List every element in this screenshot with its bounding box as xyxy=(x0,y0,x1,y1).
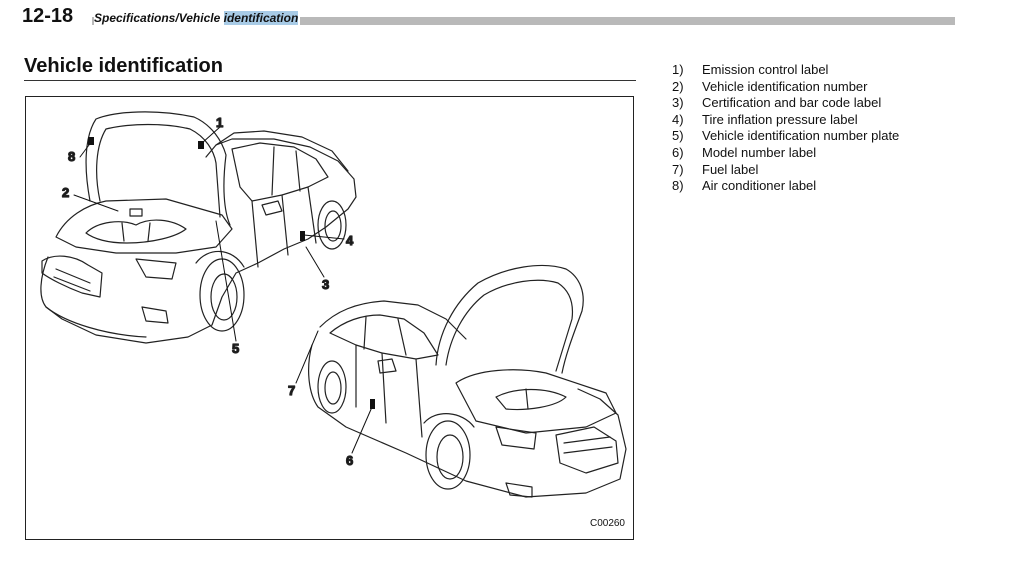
legend-text: Emission control label xyxy=(702,62,829,77)
callout-4: 4 xyxy=(346,233,354,248)
page-header: 12-18 Specifications/Vehicle identificat… xyxy=(22,4,955,28)
legend-item: 8) Air conditioner label xyxy=(672,178,899,195)
legend-item: 1) Emission control label xyxy=(672,62,899,79)
legend-item: 2) Vehicle identification number xyxy=(672,79,899,96)
section-name: Specifications/Vehicle xyxy=(94,11,224,25)
vehicle-figure: 1 2 3 4 5 6 7 8 C00260 xyxy=(25,96,634,540)
legend-text: Tire inflation pressure label xyxy=(702,111,858,127)
callout-7: 7 xyxy=(288,383,295,398)
callout-6: 6 xyxy=(346,453,353,468)
callout-2: 2 xyxy=(62,185,69,200)
legend-text: Fuel label xyxy=(702,161,759,177)
legend-text: Vehicle identification number xyxy=(702,78,868,94)
figure-code: C00260 xyxy=(589,518,625,529)
label-marks xyxy=(88,137,375,409)
callout-leaders xyxy=(73,126,373,454)
legend-number: 2) xyxy=(672,78,684,94)
page-title: Vehicle identification xyxy=(24,55,223,77)
legend-item: 7) Fuel label xyxy=(672,162,899,179)
legend-item: 3) Certification and bar code label xyxy=(672,95,899,112)
legend-text: Air conditioner label xyxy=(702,178,817,194)
legend-number: 5) xyxy=(672,128,684,144)
callout-3: 3 xyxy=(322,277,329,292)
vehicle-illustration: 1 2 3 4 5 6 7 8 xyxy=(40,111,627,498)
header-bar xyxy=(92,17,955,25)
callout-1: 1 xyxy=(216,115,223,130)
legend-text: Vehicle identification number plate xyxy=(702,128,900,144)
section-path: Specifications/Vehicle identification xyxy=(94,10,301,26)
section-highlight: identification xyxy=(223,11,299,25)
legend-number: 8) xyxy=(672,178,684,194)
callout-5: 5 xyxy=(232,341,239,356)
callout-8: 8 xyxy=(68,149,75,164)
label-legend: 1) Emission control label 2) Vehicle ident… xyxy=(672,62,899,195)
legend-number: 1) xyxy=(672,62,684,77)
title-divider xyxy=(24,80,636,81)
callout-numbers: 1 2 3 4 5 6 7 8 xyxy=(61,114,354,468)
legend-item: 4) Tire inflation pressure label xyxy=(672,112,899,129)
page-number: 12-18 xyxy=(22,4,78,28)
car-front-view xyxy=(40,111,357,344)
car-rear-view xyxy=(308,264,627,498)
legend-number: 7) xyxy=(672,161,684,177)
legend-number: 6) xyxy=(672,144,684,160)
legend-number: 4) xyxy=(672,111,684,127)
legend-number: 3) xyxy=(672,95,684,111)
legend-item: 5) Vehicle identification number plate xyxy=(672,128,899,145)
legend-item: 6) Model number label xyxy=(672,145,899,162)
legend-text: Model number label xyxy=(702,144,817,160)
legend-text: Certification and bar code label xyxy=(702,95,882,111)
